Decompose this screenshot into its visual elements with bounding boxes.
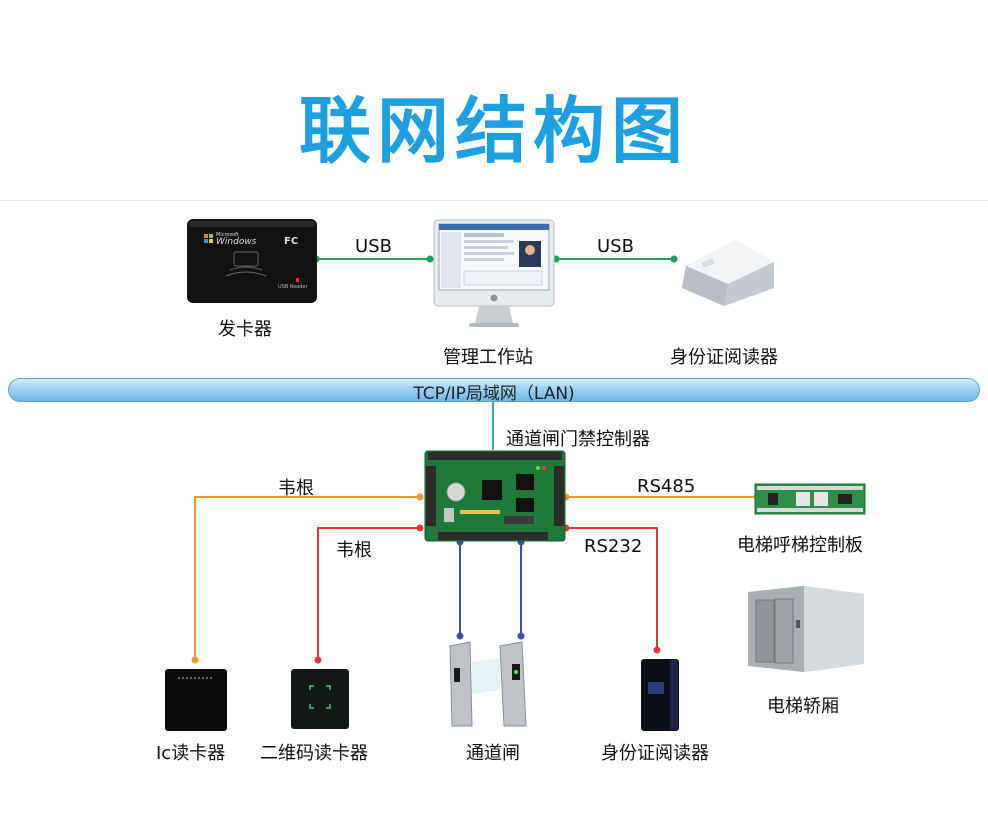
usb-left-dot-b	[426, 255, 434, 263]
id-reader-bottom-icon	[641, 659, 679, 731]
wiegand-2-dot-b	[314, 656, 322, 664]
rs232-dot-b	[653, 646, 661, 654]
workstation-label: 管理工作站	[443, 347, 533, 368]
workstation-icon	[433, 219, 555, 327]
brand-small-text: Microsoft	[216, 232, 239, 238]
usb-left-label: USB	[355, 236, 392, 257]
fc-mark-text: FC	[284, 236, 298, 247]
wiegand-1-dot-b	[191, 656, 199, 664]
id-reader-bottom-label: 身份证阅读器	[601, 743, 709, 764]
qr-reader-icon	[291, 669, 349, 729]
turnstile-label: 通道闸	[466, 743, 520, 764]
turnstile-dot-1b	[456, 632, 464, 640]
usb-right-label: USB	[597, 236, 634, 257]
turnstile-icon	[449, 641, 527, 727]
controller-board-icon	[424, 450, 566, 542]
card-issuer-icon: Microsoft Windows FC USB Reader	[187, 219, 317, 303]
brand-text: Windows	[216, 237, 257, 247]
wiegand-1-line	[194, 496, 420, 660]
wiegand-1-label: 韦根	[278, 478, 314, 499]
wiegand-2-line	[317, 527, 420, 660]
rs485-label: RS485	[637, 476, 696, 497]
title-divider	[0, 200, 988, 201]
wiegand-1-dot-a	[416, 493, 424, 501]
wiegand-2-label: 韦根	[336, 540, 372, 561]
device-note-text: USB Reader	[278, 284, 308, 290]
qr-reader-label: 二维码读卡器	[260, 743, 368, 764]
controller-label: 通道闸门禁控制器	[506, 429, 650, 450]
elevator-cabin-icon	[748, 586, 864, 672]
ic-reader-icon	[165, 669, 227, 731]
elevator-board-label: 电梯呼梯控制板	[737, 535, 863, 556]
lan-label: TCP/IP局域网（LAN)	[413, 384, 575, 404]
turnstile-dot-2b	[517, 632, 525, 640]
lan-bus-bar	[8, 378, 980, 402]
rs232-label: RS232	[584, 536, 643, 557]
elevator-cabin-label: 电梯轿厢	[767, 696, 839, 717]
id-reader-top-label: 身份证阅读器	[670, 347, 778, 368]
id-reader-top-icon	[682, 240, 774, 306]
usb-right-dot-b	[670, 255, 678, 263]
elevator-board-icon	[754, 483, 866, 515]
card-issuer-label: 发卡器	[218, 319, 272, 340]
wiegand-2-dot-a	[416, 524, 424, 532]
page-title: 联网结构图	[298, 89, 689, 173]
rs232-line	[566, 527, 658, 650]
ic-reader-label: Ic读卡器	[156, 743, 226, 764]
